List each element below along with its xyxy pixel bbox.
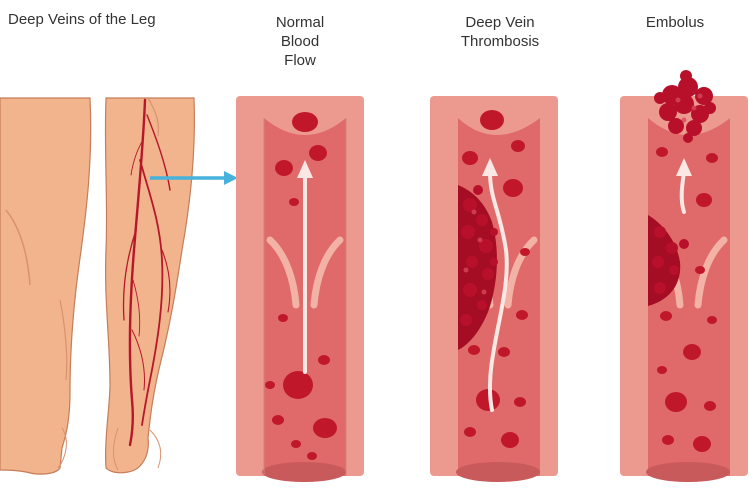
vessel-embolus	[620, 70, 748, 482]
title-normal-blood-flow: Normal Blood Flow	[275, 14, 325, 69]
title-deep-veins-of-the-leg: Deep Veins of the Leg	[8, 11, 156, 28]
arrow-up-icon	[676, 158, 692, 214]
blood-cells	[462, 110, 530, 448]
title-deep-vein-thrombosis: Deep Vein Thrombosis	[460, 14, 540, 50]
leg-left	[0, 97, 92, 475]
title-embolus: Embolus	[645, 14, 705, 31]
arrow-up-icon	[297, 160, 313, 374]
vessel-normal	[236, 96, 364, 482]
vessel-dvt	[430, 96, 558, 482]
leg-veins	[122, 98, 171, 447]
blood-cells	[656, 147, 718, 452]
arrow-right-icon	[150, 171, 238, 185]
arrow-up-icon	[482, 158, 509, 412]
blood-cells	[265, 112, 337, 460]
thrombus	[458, 185, 498, 350]
embolus-clot	[654, 70, 716, 143]
leg-right	[104, 97, 195, 474]
